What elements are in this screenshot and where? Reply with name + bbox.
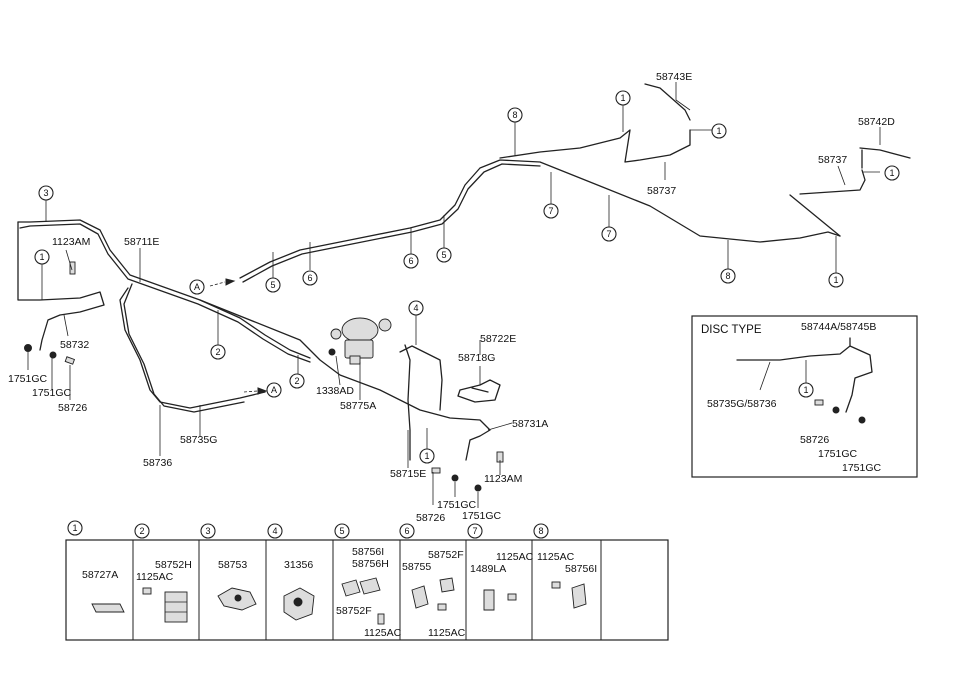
legend-label-58752F-5: 58752F	[336, 605, 372, 617]
label-58775A: 58775A	[340, 400, 376, 412]
label-1751GC-d: 1751GC	[462, 510, 502, 522]
bracket-icon	[483, 589, 495, 611]
legend-label-58753: 58753	[218, 559, 247, 571]
arrow-marker-a-top	[189, 279, 205, 295]
label-58737-right: 58737	[818, 154, 847, 166]
brake-valve-icon	[328, 317, 392, 365]
legend-label-58752F-6: 58752F	[428, 549, 464, 561]
svg-text:3: 3	[43, 188, 48, 198]
hardware-parts	[24, 261, 866, 492]
brake-pipes	[17, 83, 911, 461]
label-58743E: 58743E	[656, 71, 692, 83]
bracket-icon	[164, 591, 188, 623]
svg-text:5: 5	[270, 280, 275, 290]
svg-text:2: 2	[294, 376, 299, 386]
svg-text:5: 5	[339, 526, 344, 536]
svg-text:4: 4	[413, 303, 418, 313]
legend-label-1125AC-6: 1125AC	[428, 627, 466, 639]
label-58735G-58736: 58735G/58736	[707, 398, 777, 410]
label-58742D: 58742D	[858, 116, 895, 128]
svg-text:8: 8	[512, 110, 517, 120]
label-58726-left: 58726	[58, 402, 87, 414]
svg-text:2: 2	[215, 347, 220, 357]
legend-label-58756H-5: 58756H	[352, 558, 389, 570]
label-1751GC-c: 1751GC	[437, 499, 477, 511]
leader-lines	[27, 82, 881, 508]
arrow-markers: A A	[189, 278, 282, 398]
label-1338AD: 1338AD	[316, 385, 354, 397]
svg-text:1: 1	[833, 275, 838, 285]
bolt-icon	[507, 593, 517, 601]
label-58744A-58745B: 58744A/58745B	[801, 321, 876, 333]
label-58718G: 58718G	[458, 352, 495, 364]
label-1123AM-center: 1123AM	[484, 473, 522, 485]
label-1751GC-inset-a: 1751GC	[818, 448, 858, 460]
svg-text:1: 1	[620, 93, 625, 103]
legend-label-1125AC-7: 1125AC	[496, 551, 534, 563]
svg-text:1: 1	[39, 252, 44, 262]
legend-label-58756I-8: 58756I	[565, 563, 597, 575]
label-1123AM-top: 1123AM	[52, 236, 90, 248]
label-58726-inset: 58726	[800, 434, 829, 446]
legend-label-1125AC-8: 1125AC	[537, 551, 575, 563]
svg-text:7: 7	[472, 526, 477, 536]
label-1751GC-b: 1751GC	[32, 387, 72, 399]
legend-label-58755: 58755	[402, 561, 431, 573]
svg-text:1: 1	[889, 168, 894, 178]
label-58736: 58736	[143, 457, 172, 469]
label-58737-center: 58737	[647, 185, 676, 197]
svg-text:A: A	[271, 385, 277, 395]
svg-text:6: 6	[307, 273, 312, 283]
bolt-icon	[437, 603, 447, 611]
svg-text:7: 7	[548, 206, 553, 216]
legend-table: 1 2 3 4 5 6 7 8 58727A 58752H 1125AC 587…	[65, 520, 669, 641]
label-58722E: 58722E	[480, 333, 516, 345]
callout-circles: 1 1 1 8 7 7 8 1 6 5 6 5 3 1 2 2 4 1	[34, 90, 900, 464]
svg-text:5: 5	[441, 250, 446, 260]
svg-text:7: 7	[606, 229, 611, 239]
svg-text:1: 1	[72, 523, 77, 533]
svg-text:A: A	[194, 282, 200, 292]
svg-text:3: 3	[205, 526, 210, 536]
label-58715E: 58715E	[390, 468, 426, 480]
legend-label-58756I-5: 58756I	[352, 546, 384, 558]
svg-text:2: 2	[139, 526, 144, 536]
svg-text:8: 8	[725, 271, 730, 281]
bracket-icon	[571, 583, 587, 609]
label-58732: 58732	[60, 339, 89, 351]
svg-text:4: 4	[272, 526, 277, 536]
disc-type-inset: DISC TYPE 58744A/58745B 1 58735G/58736 5…	[691, 315, 918, 478]
bracket-icon	[411, 585, 429, 609]
bolt-icon	[551, 581, 561, 589]
disc-type-title: DISC TYPE	[701, 324, 762, 336]
label-58726-center: 58726	[416, 512, 445, 524]
svg-text:6: 6	[404, 526, 409, 536]
clip-icon	[91, 603, 125, 613]
legend-label-58752H: 58752H	[155, 559, 192, 571]
legend-label-31356: 31356	[284, 559, 313, 571]
bolt-icon	[377, 613, 385, 625]
label-58711E: 58711E	[124, 236, 159, 248]
bolt-icon	[142, 587, 152, 595]
svg-text:6: 6	[408, 256, 413, 266]
label-1751GC-a: 1751GC	[8, 373, 48, 385]
legend-label-1489LA: 1489LA	[470, 563, 506, 575]
part-labels: 58743E 58742D 58737 58737 1123AM 58711E …	[8, 71, 895, 524]
label-1751GC-inset-b: 1751GC	[842, 462, 882, 474]
svg-text:8: 8	[538, 526, 543, 536]
legend-label-1125AC-5: 1125AC	[364, 627, 402, 639]
bracket-icon	[341, 579, 361, 597]
svg-text:1: 1	[424, 451, 429, 461]
svg-text:1: 1	[716, 126, 721, 136]
arrow-marker-a-bottom	[266, 382, 282, 398]
label-58731A: 58731A	[512, 418, 548, 430]
label-58735G: 58735G	[180, 434, 217, 446]
legend-label-1125AC-2: 1125AC	[136, 571, 174, 583]
svg-text:1: 1	[803, 385, 808, 395]
legend-label-58727A: 58727A	[82, 569, 118, 581]
